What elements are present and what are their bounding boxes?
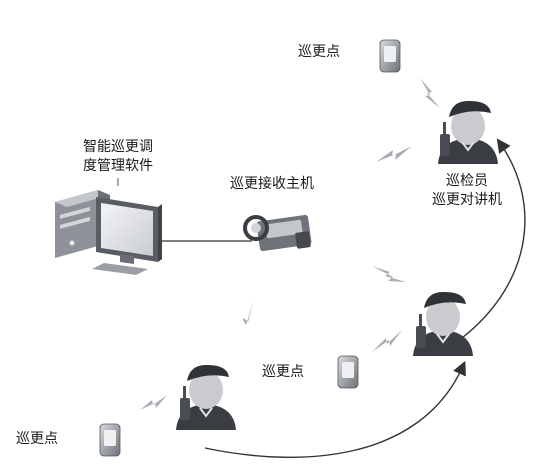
guard-label: 巡检员 巡更对讲机 bbox=[421, 172, 513, 210]
guard-label-line1: 巡检员 bbox=[446, 173, 488, 189]
patrol-point-mid-icon bbox=[337, 355, 359, 389]
software-label-line1: 智能巡更调 bbox=[83, 139, 153, 155]
patrol-point-mid-label: 巡更点 bbox=[262, 364, 304, 380]
patrol-point-left-icon bbox=[99, 423, 121, 457]
patrol-guard-top-icon bbox=[438, 100, 498, 164]
patrol-guard-left-icon bbox=[176, 364, 236, 430]
patrol-path-arc-lower bbox=[204, 360, 466, 458]
wireless-signal-icon bbox=[372, 266, 406, 282]
software-label-line2: 度管理软件 bbox=[83, 158, 153, 174]
receiver-label: 巡更接收主机 bbox=[230, 176, 314, 192]
patrol-path-arc-upper bbox=[461, 138, 526, 339]
guard-label-line2: 巡更对讲机 bbox=[432, 192, 502, 208]
wireless-signal-icon bbox=[372, 330, 402, 352]
wireless-signal-icon bbox=[233, 300, 254, 340]
patrol-guard-mid-icon bbox=[413, 291, 473, 356]
software-label: 智能巡更调 度管理软件 bbox=[73, 138, 163, 176]
patrol-point-top-icon bbox=[379, 39, 401, 73]
patrol-point-top-label: 巡更点 bbox=[298, 44, 340, 60]
wireless-signal-icon bbox=[140, 395, 167, 410]
computer-icon bbox=[55, 190, 162, 275]
receiver-device-icon bbox=[243, 214, 312, 252]
patrol-point-left-label: 巡更点 bbox=[16, 431, 58, 447]
wireless-signal-icon bbox=[420, 78, 440, 108]
wireless-signal-icon bbox=[376, 146, 412, 162]
